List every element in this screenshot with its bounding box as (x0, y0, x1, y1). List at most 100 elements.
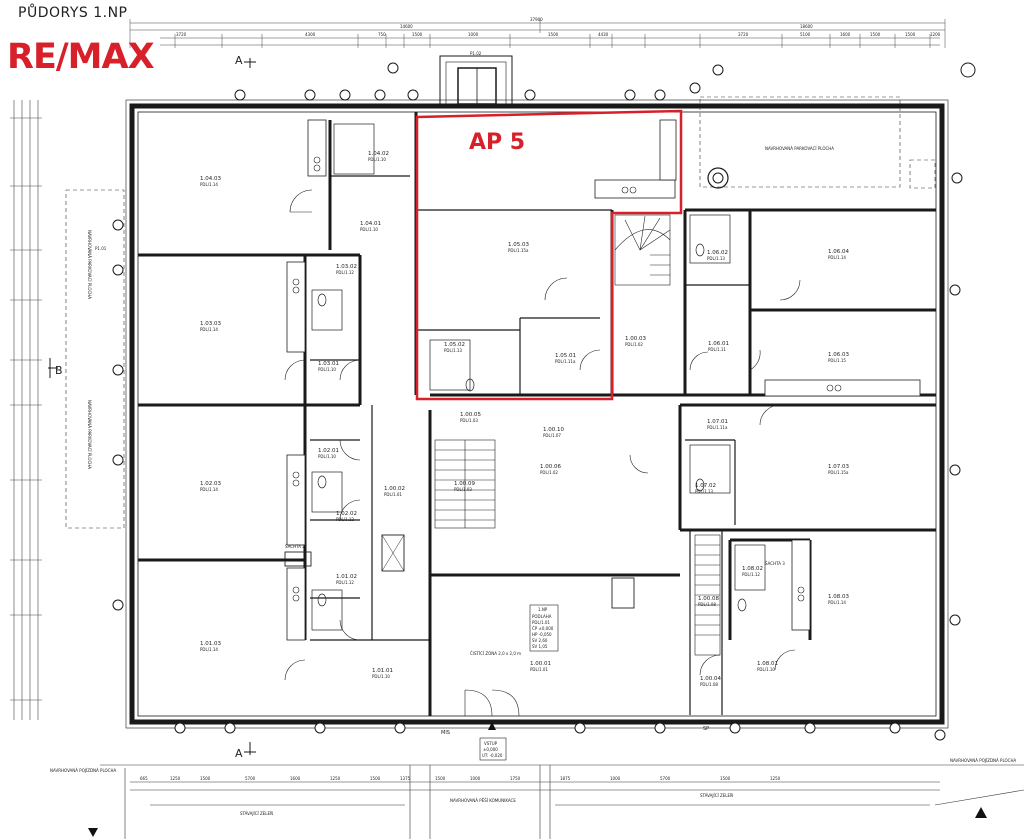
room-floor-code: PDL/1.14 (828, 255, 846, 260)
room-id: 1.06.04 (828, 249, 849, 255)
dim-label: 4430 (598, 32, 609, 37)
legend-row: PODLAHA (532, 614, 552, 619)
entry-mis: MIS (441, 730, 450, 736)
room-id: 1.00.09 (454, 481, 475, 487)
room-floor-code: PDL/1.15a (828, 470, 849, 475)
room-id: 1.03.03 (200, 321, 221, 327)
room-floor-code: PDL/1.15a (508, 248, 529, 253)
legend-row: SV 1,05 (532, 644, 548, 649)
room-floor-code: PDL/1.07 (543, 433, 561, 438)
room-id: 1.01.03 (200, 641, 221, 647)
note-parking-left: NAVRHOVANÁ PARKOVACÍ PLOCHA (87, 230, 92, 299)
room-floor-code: PDL/1.14 (828, 600, 846, 605)
page-title: PŮDORYS 1.NP (18, 5, 128, 21)
room-id: 1.02.02 (336, 511, 357, 517)
room-floor-code: PDL/1.02 (540, 470, 558, 475)
bath-fixtures (311, 123, 766, 631)
dim-label: 37900 (530, 17, 543, 22)
parking-outlines (65, 96, 936, 529)
dim-label: 1200 (930, 32, 941, 37)
ap5-highlight-outline (415, 109, 683, 401)
room-id: 1.06.03 (828, 352, 849, 358)
note-walk-area-right: NAVRHOVANÁ POJÍZDNÁ PLOCHA (950, 758, 1016, 763)
room-floor-code: PDL/1.11a (555, 359, 576, 364)
legend-row: HP -0,050 (532, 632, 552, 637)
room-floor-code: PDL/1.02 (625, 342, 643, 347)
logo-slash-icon: / (55, 37, 69, 77)
dim-label: 1000 (468, 32, 479, 37)
top-dimension-lines (129, 19, 946, 48)
note-shaft-1: ŠACHTA 2 (285, 544, 305, 549)
stairs-right (694, 534, 721, 656)
room-floor-code: PDL/1.12 (336, 270, 354, 275)
dim-label: 3720 (738, 32, 749, 37)
room-id: 1.00.05 (460, 412, 481, 418)
outer-walls (125, 99, 949, 729)
dim-label: 5100 (800, 32, 811, 37)
room-floor-code: PDL/1.14 (200, 327, 218, 332)
room-floor-code: PDL/1.03 (460, 418, 478, 423)
dim-label-bottom: 1250 (770, 776, 781, 781)
facade-markers (112, 62, 976, 741)
dim-label-bottom: 1250 (170, 776, 181, 781)
room-id: 1.04.01 (360, 221, 381, 227)
section-markers (48, 58, 256, 755)
kitchen-counters (286, 119, 921, 641)
entry-level-2: UT: -0,020 (482, 753, 503, 758)
interior-walls (138, 112, 936, 716)
note-walk-area: NAVRHOVANÁ POJÍZDNÁ PLOCHA (50, 768, 116, 773)
legend-row: ČP ±0,000 (532, 626, 554, 631)
room-id: 1.07.03 (828, 464, 849, 470)
dim-label: 1500 (905, 32, 916, 37)
dim-label-bottom: 5700 (660, 776, 671, 781)
room-id: 1.02.03 (200, 481, 221, 487)
room-id: 1.05.01 (555, 353, 576, 359)
room-floor-code: PDL/1.13 (707, 256, 725, 261)
legend-row: PDL/1.01 (532, 620, 550, 625)
room-floor-code: PDL/1.10 (318, 367, 336, 372)
top-dimension-labels: 37900 14600 18600 3720 4300 750 1500 100… (176, 17, 941, 37)
room-floor-code: PDL/1.10 (368, 157, 386, 162)
room-floor-code: PDL/1.14 (200, 647, 218, 652)
dim-label-bottom: 5700 (245, 776, 256, 781)
door-swings (284, 189, 801, 717)
room-id: 1.04.02 (368, 151, 389, 157)
dim-label-bottom: 665 (140, 776, 148, 781)
site-lines (100, 764, 1024, 839)
sink-burners (292, 156, 842, 602)
room-id: 1.02.01 (318, 448, 339, 454)
room-floor-code: PDL/1.10 (360, 227, 378, 232)
room-id: 1.01.02 (336, 574, 357, 580)
entry-label: VSTUP (484, 741, 498, 746)
dim-label-bottom: 1500 (200, 776, 211, 781)
dim-label-bottom: 1750 (510, 776, 521, 781)
room-floor-code: PDL/1.01 (384, 492, 402, 497)
room-id: 1.00.03 (625, 336, 646, 342)
section-a-top: A (235, 54, 243, 67)
room-id: 1.01.01 (372, 668, 393, 674)
room-id: 1.03.01 (318, 361, 339, 367)
dim-label-bottom: 1000 (470, 776, 481, 781)
hydrant (707, 167, 729, 189)
entry-porch-top (439, 55, 513, 109)
legend-np: 1.NP (538, 607, 548, 612)
room-floor-code: PDL/1.10 (318, 454, 336, 459)
dim-label-bottom: 1500 (720, 776, 731, 781)
room-floor-code: PDL/1.13 (695, 489, 713, 494)
dim-label: 1600 (840, 32, 851, 37)
left-dimension-lines (13, 100, 39, 720)
logo-text-right: MAX (67, 37, 155, 77)
dim-label: 1500 (870, 32, 881, 37)
note-parking-top: NAVRHOVANÁ PARKOVACÍ PLOCHA (765, 146, 834, 151)
room-floor-code: PDL/1.11 (708, 347, 726, 352)
note-shaft-2: ŠACHTA 3 (765, 561, 785, 566)
room-floor-code: PDL/1.10 (372, 674, 390, 679)
elevator (284, 534, 635, 609)
section-a-bottom: A (235, 747, 243, 760)
room-floor-code: PDL/1.08 (698, 602, 716, 607)
section-b: B (55, 364, 63, 377)
room-labels: 1.04.03PDL/1.141.04.02PDL/1.101.04.01PDL… (200, 151, 849, 687)
room-floor-code: PDL/1.14 (200, 182, 218, 187)
room-floor-code: PDL/1.12 (336, 580, 354, 585)
